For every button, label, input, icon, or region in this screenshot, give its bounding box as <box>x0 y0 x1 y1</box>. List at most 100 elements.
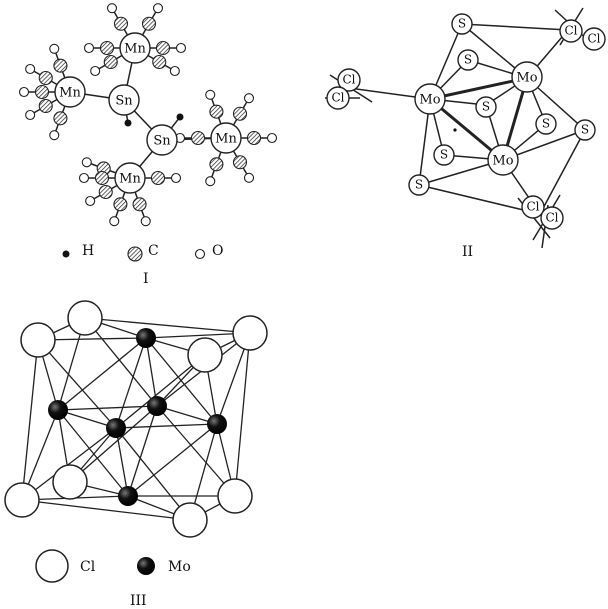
oxygen-atom <box>243 93 255 104</box>
legend-mo-swatch <box>137 557 155 575</box>
cl-label: Cl <box>545 211 558 225</box>
oxygen-atom <box>243 172 255 183</box>
oxygen-atom <box>83 42 95 54</box>
bond <box>115 427 129 497</box>
sn-label: Sn <box>153 134 171 149</box>
carbon-atom <box>150 170 166 186</box>
carbon-atom <box>53 111 68 126</box>
cl-atom <box>540 206 564 230</box>
oxygen-atom <box>266 132 278 144</box>
oxygen-atom <box>85 195 96 207</box>
carbon-atom <box>53 58 68 73</box>
cl-label: Cl <box>587 32 600 46</box>
legend-o-label: O <box>212 243 223 259</box>
bond <box>57 337 147 411</box>
mo-atom <box>207 414 227 434</box>
bond <box>127 423 218 497</box>
bond <box>145 337 218 425</box>
oxygen-atom <box>90 65 101 77</box>
cl-atom <box>20 322 56 358</box>
cl-atom <box>187 337 223 373</box>
carbon-atom <box>132 197 147 212</box>
legend-h-swatch <box>62 250 70 258</box>
cl-atom <box>582 27 606 51</box>
cl-label: Cl <box>564 24 577 38</box>
legend-mo-label: Mo <box>168 559 191 575</box>
cl-label: Cl <box>526 200 539 214</box>
legend-cl-label: Cl <box>80 559 96 575</box>
legend-cl-swatch <box>35 549 69 583</box>
figure-ii-atoms: Cl Cl Cl Cl Cl Cl S S S S S S S <box>326 13 606 230</box>
bond <box>37 337 147 341</box>
oxygen-atom <box>140 216 151 227</box>
figure-iii: Cl Mo III <box>4 300 268 609</box>
carbon-atom <box>155 40 171 56</box>
mo-atom <box>147 396 167 416</box>
carbon-atom <box>103 54 118 70</box>
cl-atom <box>337 68 361 92</box>
center-dot <box>453 128 457 132</box>
carbon-atom <box>209 104 224 119</box>
bond <box>145 337 158 407</box>
mn-atom <box>119 32 151 64</box>
s-label: S <box>464 53 472 67</box>
oxygen-atom <box>49 130 60 141</box>
carbon-atom <box>113 197 128 212</box>
mo-label: Mo <box>419 93 440 108</box>
carbon-atom <box>34 84 50 100</box>
carbon-atom <box>209 157 224 172</box>
bond <box>69 405 158 483</box>
oxygen-atom <box>25 63 36 75</box>
carbon-atom <box>98 184 113 200</box>
s-atom <box>433 144 455 166</box>
sn-atom <box>108 84 140 116</box>
carbon-atom <box>141 16 157 31</box>
bond <box>21 427 117 501</box>
mo-atom <box>136 328 156 348</box>
mn-label: Mn <box>215 132 237 147</box>
cl-atom <box>172 502 208 538</box>
bond <box>234 332 251 497</box>
oxygen-atom <box>78 172 90 184</box>
mn-atom <box>114 162 146 194</box>
mo-atom <box>118 486 138 506</box>
legend-h-label: H <box>82 243 94 259</box>
bond <box>115 427 191 521</box>
s-label: S <box>482 100 490 114</box>
figure-ii-numeral: II <box>462 244 473 260</box>
s-label: S <box>542 117 550 131</box>
hydrogen-atom <box>124 119 132 127</box>
mn-label: Mn <box>119 172 141 187</box>
bond <box>84 317 251 334</box>
oxygen-atom <box>81 157 92 168</box>
cl-atom <box>559 19 583 43</box>
oxygen-atom <box>205 176 216 187</box>
carbon-atom <box>99 40 115 56</box>
legend-c-label: C <box>148 243 159 259</box>
mo-label: Mo <box>492 154 513 169</box>
carbon-atom <box>152 54 167 70</box>
oxygen-atom <box>205 89 216 100</box>
s-atom <box>574 119 596 141</box>
figure-i-legend: H C O <box>62 243 223 262</box>
figure-iii-atoms <box>4 300 268 538</box>
carbon-atom <box>190 130 206 146</box>
cl-atom <box>217 478 253 514</box>
mn-atom <box>54 76 86 108</box>
carbon-atom <box>113 16 129 31</box>
s-label: S <box>581 123 589 137</box>
cl-atom <box>232 315 268 351</box>
oxygen-atom <box>109 216 120 227</box>
oxygen-atom <box>152 3 164 14</box>
cl-atom <box>326 86 350 110</box>
bond <box>156 405 236 497</box>
sn-label: Sn <box>115 94 133 109</box>
mo-atom <box>414 83 446 115</box>
bond <box>21 499 191 521</box>
mo-atom <box>487 144 519 176</box>
s-atom <box>535 113 557 135</box>
figure-ii: Cl Cl Cl Cl Cl Cl S S S S S S S <box>325 7 606 260</box>
bond <box>21 339 39 501</box>
